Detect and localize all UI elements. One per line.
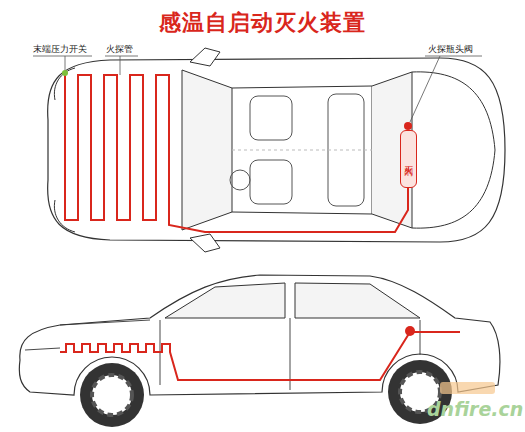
wheel [80,363,144,427]
pressure-switch [62,70,68,76]
trunk-line [412,72,495,228]
leader-line [105,56,138,75]
diagram-title: 感温自启动灭火装置 [0,8,525,38]
part-label: 末端压力开关 [33,44,87,55]
car-body-top [48,58,505,242]
leader-line [33,56,92,70]
part-label: 火探瓶头阀 [428,44,473,55]
valve [404,122,412,130]
wheel-rim [92,375,132,415]
extinguisher-bottle: 灭火剂 [400,130,417,188]
watermark: dnfire.cn [427,398,523,420]
extinguisher-bottle [405,326,415,336]
mirror [190,48,220,252]
fire-detection-tube [60,332,460,380]
fire-detection-tube [65,75,408,232]
part-label: 火探管 [106,44,133,55]
front-seat [250,96,292,140]
watermark-logo [440,382,495,394]
roof-frame [232,86,372,214]
leader-line [410,56,482,122]
front-seat [250,160,292,204]
windshield [182,70,232,230]
front-window [165,283,285,318]
steering-wheel [230,170,250,190]
center-line [232,150,372,151]
rear-side-window [295,283,420,318]
